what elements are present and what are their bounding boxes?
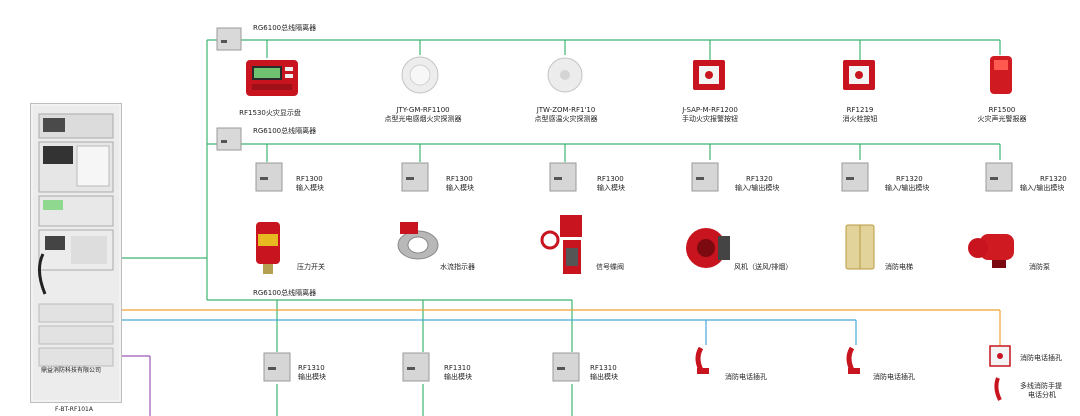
cabinet-face	[33, 106, 119, 400]
equipment-name: 风机（送风/排烟）	[734, 263, 793, 271]
equipment-name: 压力开关	[297, 263, 325, 271]
device-name: 手动火灾报警按钮	[682, 115, 738, 123]
module-model: RF1300	[597, 175, 624, 183]
equipment-name: 消防泵	[1029, 263, 1050, 271]
phone-jack-box-icon	[989, 345, 1011, 401]
device-name: 点型感温火灾探测器	[534, 115, 598, 123]
isolator	[216, 27, 242, 151]
phone-jack-icon	[846, 346, 860, 374]
phone-jack-label: 消防电话插孔	[873, 373, 915, 381]
module-name: 输入模块	[446, 184, 474, 192]
module-name: 输入/输出模块	[885, 184, 930, 192]
output-module-model: RF1310	[298, 364, 325, 372]
device-name: 消火栓按钮	[842, 115, 878, 123]
module-name: 输入模块	[597, 184, 625, 192]
heat-detector-icon	[547, 57, 583, 93]
fire-elevator-icon	[845, 224, 875, 270]
output-module-box-icon	[263, 352, 291, 382]
manual-call-point-icon	[693, 60, 725, 90]
module-box-icon	[401, 162, 429, 192]
water-flow-indicator-icon	[397, 222, 439, 260]
equipment-name: 信号蝶阀	[596, 263, 624, 271]
phone-jack-icon	[695, 346, 709, 374]
module-box-icon	[985, 162, 1013, 192]
handset-label-2: 电话分机	[1028, 391, 1056, 399]
cabinet-company: 鼎益消防科技有限公司	[41, 367, 102, 374]
handset-label: 多线消防手提	[1020, 382, 1062, 390]
fire-display-panel	[246, 60, 298, 96]
device-model: JTY-GM-RF1100	[396, 106, 450, 114]
module-box-icon	[255, 162, 283, 192]
output-module-model: RF1310	[590, 364, 617, 372]
signal-butterfly-valve-icon	[540, 215, 582, 274]
module-name: 输入模块	[296, 184, 324, 192]
module-name: 输入/输出模块	[1020, 184, 1065, 192]
output-module-box-icon	[552, 352, 580, 382]
isolator-label: RG6100总线隔离器	[253, 127, 317, 135]
output-module-model: RF1310	[444, 364, 471, 372]
device-model: J-SAP-M-RF1200	[682, 106, 738, 114]
module-name: 输入/输出模块	[735, 184, 780, 192]
fan-icon	[686, 228, 730, 268]
phone-box-label: 消防电话插孔	[1020, 354, 1062, 362]
module-model: RF1320	[1040, 175, 1067, 183]
device-model: RF1530火灾显示盘	[239, 109, 301, 117]
equipment-name: 消防电梯	[885, 263, 913, 271]
output-module-row	[263, 352, 580, 382]
output-module-name: 输出模块	[444, 373, 472, 381]
module-model: RF1300	[296, 175, 323, 183]
strobe-siren-icon	[990, 56, 1012, 94]
output-module-box-icon	[402, 352, 430, 382]
output-module-name: 输出模块	[298, 373, 326, 381]
fire-alarm-controller-cabinet: 鼎益消防科技有限公司	[30, 103, 122, 403]
device-model: JTW-ZOM-RF1'10	[536, 106, 596, 114]
module-box-icon	[549, 162, 577, 192]
fire-pump-icon	[968, 234, 1014, 268]
wiring	[122, 39, 1001, 416]
device-model: RF1500	[988, 106, 1016, 114]
pressure-switch-icon	[256, 222, 280, 274]
smoke-detector-icon	[401, 56, 439, 94]
isolator-label: RG6100总线隔离器	[253, 289, 317, 297]
module-model: RF1320	[746, 175, 773, 183]
module-model: RF1320	[896, 175, 923, 183]
equipment-name: 水流指示器	[440, 263, 475, 271]
output-module-name: 输出模块	[590, 373, 618, 381]
phone-jack-label: 消防电话插孔	[725, 373, 767, 381]
isolator-label: RG6100总线隔离器	[253, 24, 317, 32]
device-name: 火灾声光警报器	[977, 115, 1027, 123]
module-box-icon	[691, 162, 719, 192]
module-row	[255, 162, 1013, 192]
module-box-icon	[841, 162, 869, 192]
device-model: RF1219	[846, 106, 874, 114]
module-model: RF1300	[446, 175, 473, 183]
device-name: 点型光电感烟火灾探测器	[384, 115, 462, 123]
hydrant-button-icon	[843, 60, 875, 90]
cabinet-model: F-BT-RF101A	[55, 406, 93, 413]
